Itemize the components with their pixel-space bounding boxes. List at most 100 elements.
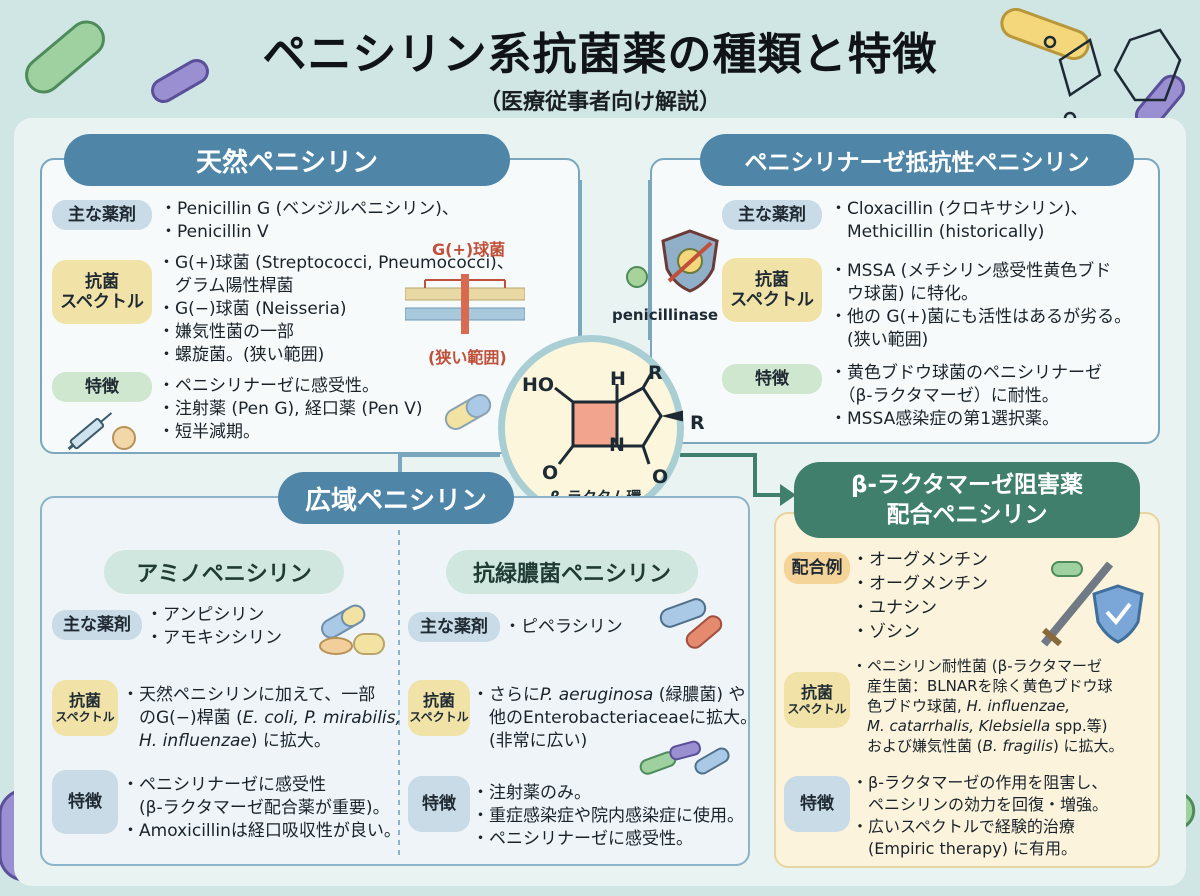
list-item: (Empiric therapy) に有用。 [852, 839, 1078, 858]
resistant-spectrum-list: ・MSSA (メチシリン感受性黄色ブド ウ球菌) に特化。 ・他の G(+)菌に… [830, 260, 1131, 352]
list-item: (非常に広い) [472, 731, 588, 751]
text-run: および嫌気性菌 ( [852, 737, 983, 755]
list-item: ・広いスペクトルで経験的治療 [852, 817, 1075, 836]
core-o2-label: O [652, 466, 669, 488]
tag-line: 抗菌 [68, 691, 101, 711]
tag-line: スペクトル [730, 290, 814, 310]
list-item: M. catarrhalis, Klebsiella spp.等) [852, 716, 1124, 736]
natural-features-list: ・ペニシリナーゼに感受性。 ・注射薬 (Pen G), 経口薬 (Pen V) … [158, 375, 423, 444]
antipseudomonal-header: 抗緑膿菌ペニシリン [446, 550, 698, 594]
natural-spectrum-list: ・G(+)球菌 (Streptococci, Pneumococci)、 グラム… [158, 252, 514, 367]
page-title: ペニシリン系抗菌薬の種類と特徴 [262, 29, 938, 80]
anti-spectrum-tag: 抗菌 スペクトル [408, 680, 470, 736]
syringe-icon [67, 412, 113, 451]
list-item: ・天然ペニシリンに加えて、一部 [122, 685, 376, 705]
capsule-icon [444, 394, 492, 430]
list-item: ・Amoxicillinは経口吸収性が良い。 [122, 821, 401, 841]
list-item: ・アンピシリン [146, 605, 265, 625]
bacteria-cluster-icon [639, 740, 730, 775]
text-run: ) に拡大。 [250, 731, 331, 751]
bacteria-icon [659, 598, 723, 649]
list-item: ・G(+)球菌 (Streptococci, Pneumococci)、 [158, 253, 514, 273]
list-item: ・注射薬 (Pen G), 経口薬 (Pen V) [158, 399, 423, 419]
combo-spectrum-tag: 抗菌 スペクトル [784, 672, 850, 728]
header-line: 配合ペニシリン [886, 502, 1048, 528]
text-run: (緑膿菌) や [653, 685, 746, 705]
combo-examples-tag: 配合例 [784, 552, 850, 584]
resistant-drugs-list: ・Cloxacillin (クロキサシリン)、 Methicillin (his… [830, 198, 1088, 244]
tag-line: スペクトル [787, 702, 847, 717]
text-run: spp.等) [1050, 717, 1108, 735]
text-run: P. aeruginosa [540, 685, 654, 705]
list-item: ・オーグメンチン [852, 574, 988, 594]
natural-drugs-tag: 主な薬剤 [52, 200, 152, 230]
beta-lactam-structure [554, 373, 683, 465]
amino-spectrum-list: ・天然ペニシリンに加えて、一部 のG(−)桿菌 (E. coli, P. mir… [122, 684, 401, 753]
combo-feature-tag: 特徴 [784, 776, 850, 832]
core-ho-label: HO [522, 374, 555, 396]
tag-line: スペクトル [60, 292, 144, 312]
combo-examples-list: ・オーグメンチン ・オーグメンチン ・ユナシン ・ゾシン [852, 548, 988, 644]
anti-drugs-list: ・ピペラシリン [504, 616, 623, 639]
combo-penicillin-header: β-ラクタマーゼ阻害薬 配合ペニシリン [794, 462, 1140, 538]
list-item: ・短半減期。 [158, 422, 260, 442]
enzyme-icon [626, 266, 648, 288]
membrane-diagram-label-bottom: (狭い範囲) [428, 348, 507, 367]
list-item: ・重症感染症や院内感染症に使用。 [472, 806, 744, 826]
amino-drugs-tag: 主な薬剤 [52, 610, 142, 640]
list-item: H. influenzae) に拡大。 [122, 730, 401, 753]
text-run [122, 731, 139, 751]
text-run: 色ブドウ球菌, [852, 697, 967, 715]
pill-icon [112, 426, 136, 450]
natural-feature-tag: 特徴 [52, 372, 152, 402]
list-item: ・ペニシリン耐性菌 (β-ラクタマーゼ [852, 657, 1103, 675]
combo-spectrum-list: ・ペニシリン耐性菌 (β-ラクタマーゼ 産生菌：BLNARを除く黄色ブドウ球 色… [852, 656, 1124, 756]
list-item: (β-ラクタマーゼ配合薬が重要)。 [122, 798, 390, 818]
amino-features-list: ・ペニシリナーゼに感受性 (β-ラクタマーゼ配合薬が重要)。 ・Amoxicil… [122, 774, 401, 843]
page-subtitle: （医療従事者向け解説） [478, 90, 721, 115]
resistant-features-list: ・黄色ブドウ球菌のペニシリナーゼ （β-ラクタマーゼ）に耐性。 ・MSSA感染症… [830, 362, 1102, 431]
list-item: ・Cloxacillin (クロキサシリン)、 [830, 199, 1088, 219]
tag-line: スペクトル [409, 710, 469, 725]
list-item: ・螺旋菌。(狭い範囲) [158, 345, 325, 365]
amino-spectrum-tag: 抗菌 スペクトル [52, 680, 118, 736]
anti-drugs-tag: 主な薬剤 [408, 612, 500, 642]
combo-features-list: ・β-ラクタマーゼの作用を阻害し、 ペニシリンの効力を回復・増強。 ・広いスペク… [852, 772, 1108, 860]
list-item: Methicillin (historically) [830, 222, 1045, 242]
list-item: ・ピペラシリン [504, 617, 623, 637]
header-line: β-ラクタマーゼ阻害薬 [850, 472, 1084, 498]
list-item: のG(−)桿菌 (E. coli, P. mirabilis, [122, 707, 401, 730]
list-item: ・注射薬のみ。 [472, 783, 591, 803]
pills-icon [319, 604, 385, 655]
aminopenicillin-header: アミノペニシリン [104, 550, 344, 594]
list-item: ウ球菌) に特化。 [830, 284, 979, 304]
text-run: のG(−)桿菌 ( [122, 708, 243, 728]
anti-features-list: ・注射薬のみ。 ・重症感染症や院内感染症に使用。 ・ペニシリナーゼに感受性。 [472, 782, 744, 851]
membrane-diagram-label-top: G(+)球菌 [432, 240, 506, 259]
list-item: 色ブドウ球菌, H. influenzae, [852, 696, 1124, 716]
penicillinase-label: penicillinase [612, 306, 719, 324]
tag-line: スペクトル [55, 710, 115, 725]
text-run: E. coli, P. mirabilis, [242, 708, 401, 728]
resistant-spectrum-tag: 抗菌 スペクトル [722, 258, 822, 322]
list-item: および嫌気性菌 (B. fragilis) に拡大。 [852, 736, 1124, 756]
arrow-head-icon [780, 484, 796, 506]
list-item: ・ペニシリナーゼに感受性 [122, 775, 326, 795]
list-item: ・オーグメンチン [852, 550, 988, 570]
text-run: H. influenzae [139, 731, 251, 751]
list-item: (狭い範囲) [830, 330, 929, 350]
amino-feature-tag: 特徴 [52, 770, 118, 834]
resistant-penicillin-header: ペニシリナーゼ抵抗性ペニシリン [700, 134, 1134, 186]
core-n-label: N [609, 434, 625, 456]
list-item: ・MSSA感染症の第1選択薬。 [830, 409, 1060, 429]
text-run [852, 717, 867, 735]
list-item: ・Penicillin V [160, 222, 269, 242]
shield-icon [661, 229, 719, 293]
list-item: ・ゾシン [852, 622, 920, 642]
list-item: ・Penicillin G (ベンジルペニシリン)、 [160, 199, 459, 219]
text-run: ・さらに [472, 685, 540, 705]
anti-feature-tag: 特徴 [408, 776, 470, 832]
natural-penicillin-header: 天然ペニシリン [64, 134, 510, 186]
tag-line: 抗菌 [755, 269, 789, 290]
membrane-diagram [405, 274, 525, 334]
